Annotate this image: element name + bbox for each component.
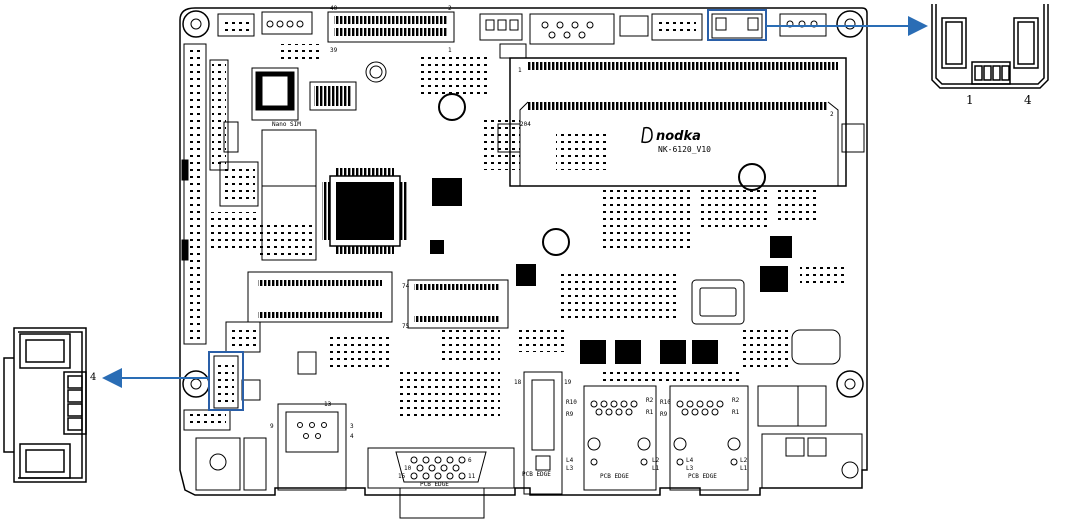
- vga-label-10: 10: [404, 465, 412, 472]
- pin-label-2: 2: [448, 5, 452, 12]
- lan1-r9: R9: [566, 411, 574, 418]
- lan-connector-2: [669, 385, 749, 491]
- usb-label-19: 19: [564, 379, 572, 386]
- lan2-r10: R10: [660, 399, 671, 406]
- vga-label-11: 11: [468, 473, 476, 480]
- so-pin-204: 204: [520, 121, 531, 128]
- right-parts: [518, 279, 863, 489]
- lan1-r10: R10: [566, 399, 577, 406]
- lan1-pcb-edge: PCB EDGE: [600, 473, 629, 480]
- vga-label-6: 6: [468, 457, 472, 464]
- top-connectors: [217, 11, 827, 59]
- callout-left-connector: [3, 327, 87, 483]
- main-chip: [322, 168, 408, 254]
- c-label-4: 4: [350, 433, 354, 440]
- vga-pcb-edge: PCB EDGE: [420, 481, 449, 488]
- lan1-r1: R1: [646, 409, 654, 416]
- lan2-r1: R1: [732, 409, 740, 416]
- lan2-l2: L2: [740, 457, 748, 464]
- so-pin-2: 2: [830, 111, 834, 118]
- lan2-r9: R9: [660, 411, 668, 418]
- sim-area: [251, 44, 357, 261]
- callout-pin-first: 1: [966, 93, 974, 107]
- usb-label-18: 18: [514, 379, 522, 386]
- m2-label-74: 74: [402, 283, 410, 290]
- left-bottom-connector: [183, 355, 267, 491]
- lan1-l3: L3: [566, 465, 574, 472]
- highlight-box-left: [208, 351, 244, 411]
- lan-connector-1: [583, 385, 657, 491]
- pin-label-40: 40: [330, 5, 338, 12]
- logo-text: nodka: [656, 129, 701, 144]
- lan1-r2: R2: [646, 397, 654, 404]
- lan2-pcb-edge: PCB EDGE: [688, 473, 717, 480]
- c-label-13: 13: [324, 401, 332, 408]
- display-connector: [277, 403, 347, 491]
- c-label-3: 3: [350, 423, 354, 430]
- model-label: NK-6120_V10: [658, 145, 711, 154]
- vga-connector: [367, 447, 515, 519]
- callout-pin-last: 4: [1024, 93, 1032, 107]
- logo: nodka: [641, 126, 701, 144]
- lan1-l4: L4: [566, 457, 574, 464]
- so-pin-1: 1: [518, 67, 522, 74]
- mounting-holes: [182, 10, 864, 479]
- usb-connector: [523, 371, 563, 495]
- m2-label-75: 75: [402, 323, 410, 330]
- passives: [256, 56, 846, 420]
- pin-label-39: 39: [330, 47, 338, 54]
- c-label-9: 9: [270, 423, 274, 430]
- pin-label-1: 1: [448, 47, 452, 54]
- lan2-l4: L4: [686, 457, 694, 464]
- small-chips: [297, 178, 792, 375]
- lan1-l2: L2: [652, 457, 660, 464]
- left-headers: [181, 43, 261, 353]
- callout-top-right-connector: [931, 4, 1049, 89]
- m2-slots: [247, 271, 509, 329]
- lan2-l3: L3: [686, 465, 694, 472]
- lan2-l1: L1: [740, 465, 748, 472]
- vga-label-15: 15: [398, 473, 406, 480]
- lan1-l1: L1: [652, 465, 660, 472]
- lan2-r2: R2: [732, 397, 740, 404]
- usb-pcb-edge: PCB EDGE: [522, 471, 551, 478]
- callout-left-pin-mark: 4: [90, 372, 96, 383]
- nano-sim-label: Nano SIM: [272, 121, 301, 128]
